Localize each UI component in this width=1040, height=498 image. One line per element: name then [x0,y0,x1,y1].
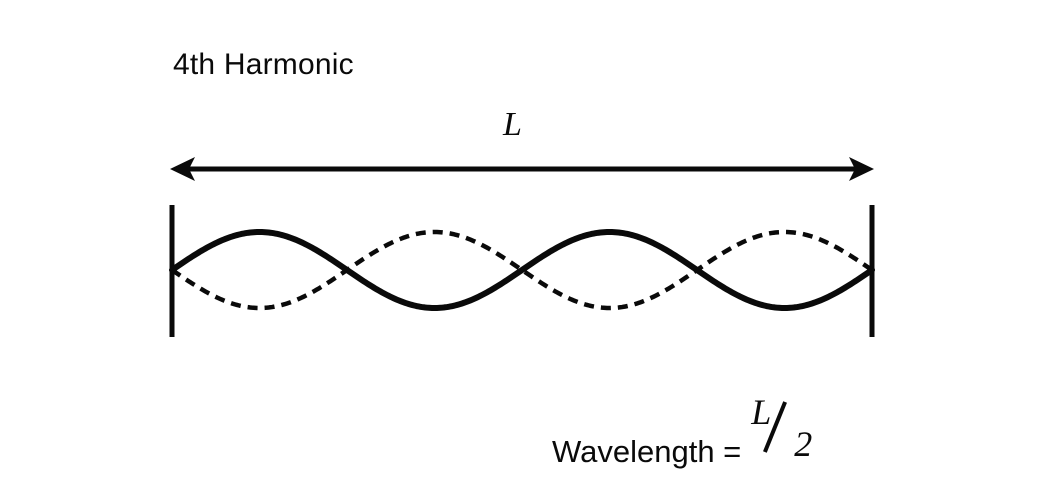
page-title: 4th Harmonic [173,48,354,81]
arrow-head-right-icon [849,157,874,181]
wavelength-caption: Wavelength = L 2 [552,394,827,469]
wavelength-caption-text: Wavelength = [552,434,742,469]
wavelength-fraction: L 2 [749,394,827,468]
dashed-wave [170,229,874,311]
solid-wave [169,229,875,311]
fraction-numerator: L [751,392,772,432]
arrow-head-left-icon [170,157,195,181]
fraction-denominator: 2 [794,424,813,464]
length-arrow [170,157,874,181]
length-label: L [503,106,522,143]
